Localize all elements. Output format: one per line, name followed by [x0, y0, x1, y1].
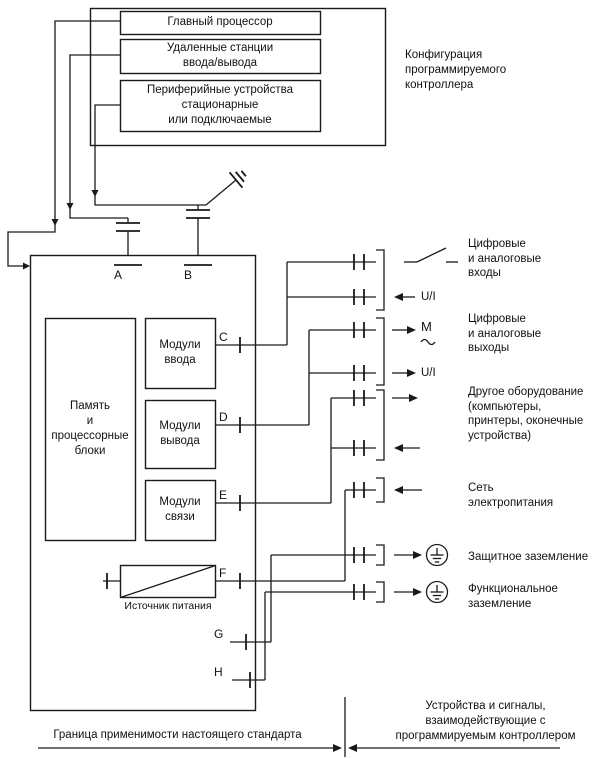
arrow-right-icon [392, 369, 416, 377]
interface-letter-g: G [214, 627, 224, 641]
port-brackets [376, 249, 385, 603]
functional-earth-icon [394, 580, 449, 604]
mains-label: Сеть электропитания [468, 482, 554, 509]
config-links [7, 20, 206, 270]
interface-letter-e: E [219, 488, 228, 502]
interface-letter-f: F [219, 566, 227, 580]
interface-letter-b: B [184, 268, 193, 282]
motor-label: М [421, 319, 432, 334]
config-frame [89, 7, 387, 147]
remote-io-box [119, 38, 322, 75]
external-devices-label: Устройства и сигналы, взаимодействующие … [395, 699, 576, 742]
input-modules-label: Модули ввода [159, 339, 201, 366]
antenna-b-icon [184, 205, 212, 266]
interface-letter-a: A [114, 268, 123, 282]
other-equipment-label: Другое оборудование (компьютеры, принтер… [468, 386, 584, 442]
down-arrow-icon [66, 203, 74, 210]
memory-label: Память и процессорные блоки [51, 400, 129, 457]
peripherals-box [119, 79, 322, 133]
plc-boundary-box [29, 254, 257, 712]
boundary-markers [38, 697, 560, 757]
arrow-right-icon [392, 394, 418, 402]
outputs-label: Цифровые и аналоговые выходы [468, 313, 542, 354]
arrow-into-plc-icon [23, 262, 30, 270]
antenna-a-icon [114, 218, 142, 266]
comm-modules-label: Модули связи [159, 496, 201, 523]
config-group-frame [89, 7, 387, 147]
switch-contact-icon [404, 247, 458, 263]
protective-earth-label: Защитное заземление [468, 551, 589, 563]
arrow-left-icon [348, 744, 357, 752]
arrow-left-icon [394, 293, 415, 301]
output-modules-box [144, 399, 217, 470]
motor-tilde-icon [420, 338, 436, 346]
inputs-label: Цифровые и аналоговые входы [468, 238, 542, 279]
remote-io-label: Удаленные станции ввода/вывода [166, 42, 274, 69]
interface-rows [265, 254, 376, 600]
ui-source-input-label: U/I [421, 291, 436, 303]
protective-earth-icon [394, 543, 449, 567]
down-arrow-icon [51, 219, 59, 226]
main-processor-box [119, 10, 322, 36]
external-symbols [392, 247, 458, 604]
main-processor-label: Главный процессор [167, 16, 273, 29]
arrow-left-icon [394, 444, 420, 452]
interface-stubs-and-buses [215, 262, 346, 688]
power-supply-label: Источник питания [124, 600, 212, 613]
functional-earth-label: Функциональное заземление [468, 583, 558, 610]
memory-box [44, 317, 137, 542]
ui-load-output-label: U/I [421, 367, 436, 379]
output-modules-label: Модули вывода [159, 420, 201, 447]
config-caption: Конфигурация программируемого контроллер… [405, 49, 507, 91]
down-arrow-icon [91, 190, 99, 197]
arrow-right-icon [333, 744, 342, 752]
standard-boundary-label: Граница применимости настоящего стандарт… [53, 728, 302, 741]
peripherals-label: Периферийные устройства стационарные или… [146, 84, 294, 126]
cable-earth-icon [205, 170, 247, 206]
comm-modules-box [144, 479, 217, 542]
interface-letter-d: D [219, 410, 228, 424]
arrow-right-icon [392, 326, 416, 334]
arrow-left-icon [394, 486, 422, 494]
input-modules-box [144, 317, 217, 390]
interface-letter-c: C [219, 330, 228, 344]
interface-letter-h: H [214, 665, 223, 679]
